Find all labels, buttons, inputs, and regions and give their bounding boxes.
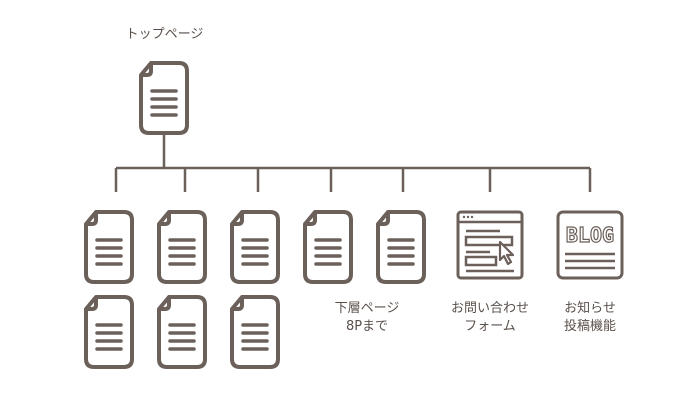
contact-form-line1: お問い合わせ <box>450 301 529 316</box>
blog-icon: BLOG <box>556 210 624 280</box>
browser-form-icon <box>456 210 524 280</box>
contact-form-line2: フォーム <box>464 319 516 334</box>
document-icon <box>157 295 207 369</box>
connector-lines <box>114 135 592 192</box>
document-icon <box>139 61 189 135</box>
news-blog-label: お知らせ 投稿機能 <box>540 300 640 336</box>
lower-pages-line2: 8Pまで <box>345 319 389 334</box>
news-blog-line2: 投稿機能 <box>563 319 616 334</box>
document-icon <box>303 210 353 284</box>
document-icon <box>230 295 280 369</box>
blog-icon-text: BLOG <box>566 223 614 247</box>
lower-pages-line1: 下層ページ <box>334 301 400 316</box>
document-icon <box>230 210 280 284</box>
document-icon <box>376 210 426 284</box>
document-icon <box>84 295 134 369</box>
document-icon <box>84 210 134 284</box>
news-blog-line1: お知らせ <box>564 301 616 316</box>
lower-pages-label: 下層ページ 8Pまで <box>309 300 425 336</box>
root-page-title: トップページ <box>125 27 204 42</box>
root-page-label: トップページ <box>107 26 222 44</box>
contact-form-label: お問い合わせ フォーム <box>430 300 550 336</box>
document-icon <box>157 210 207 284</box>
